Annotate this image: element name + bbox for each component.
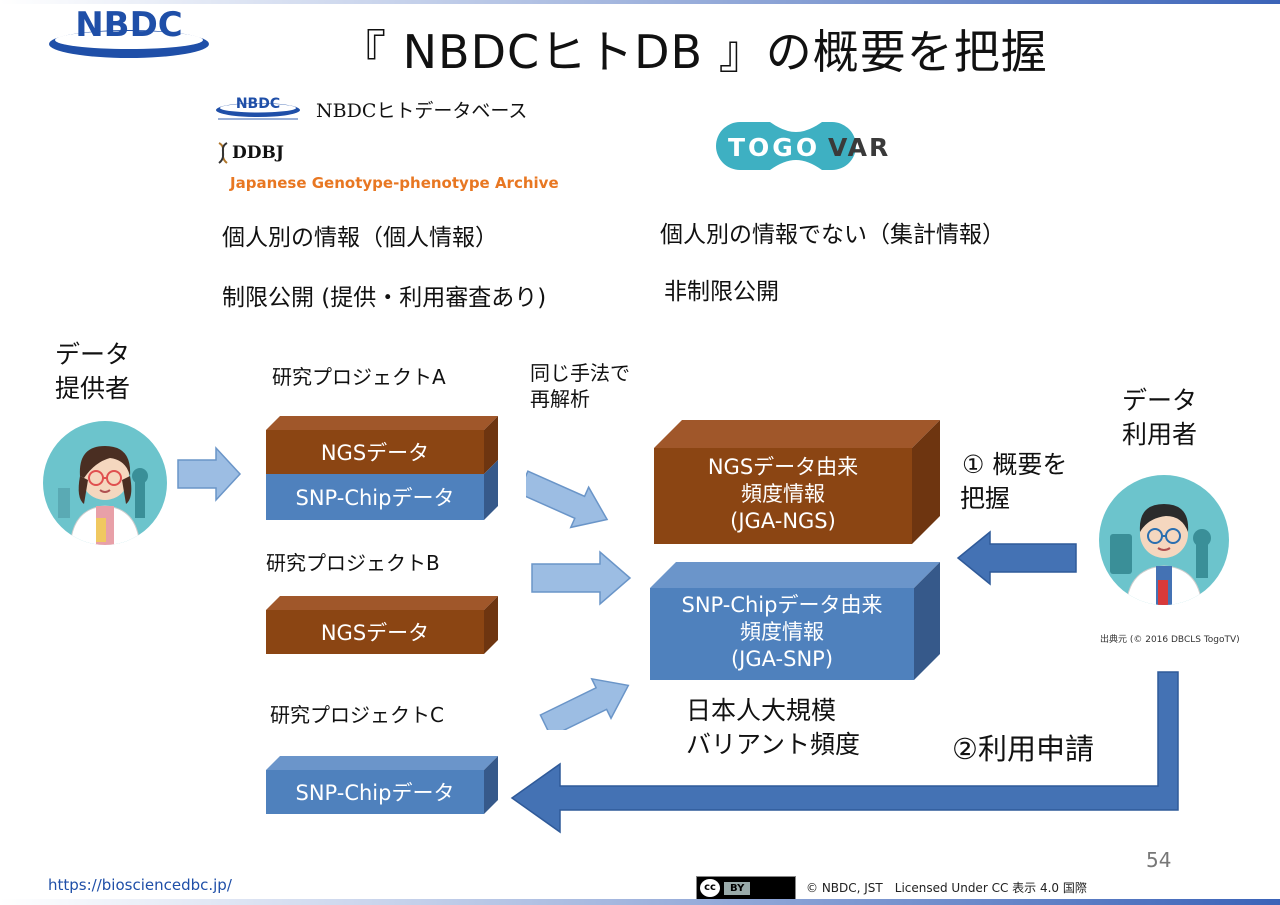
provider-arrow	[176, 446, 242, 506]
project-a-title: 研究プロジェクトA	[272, 365, 446, 389]
jga-snp-line3: (JGA-SNP)	[730, 647, 834, 671]
by-icon: BY	[724, 881, 751, 895]
step2-arrow	[508, 670, 1186, 840]
project-b-title: 研究プロジェクトB	[266, 551, 440, 575]
page-title: 『 NBDCヒトDB 』の概要を把握	[340, 25, 1048, 79]
step2-label: ②利用申請	[952, 732, 1094, 766]
jga-label: Japanese Genotype-phenotype Archive	[230, 174, 559, 192]
ddbj-label: DDBJ	[232, 143, 284, 163]
user-credit: 出典元 (© 2016 DBCLS TogoTV)	[1100, 635, 1240, 645]
footer-url[interactable]: https://biosciencedbc.jp/	[48, 876, 232, 894]
nbdc-small-logo-text: NBDC	[236, 96, 280, 112]
license-text: © NBDC, JST Licensed Under CC 表示 4.0 国際	[806, 881, 1087, 895]
header-rule	[0, 0, 1280, 4]
step1-line1: ① 概要を	[962, 450, 1068, 479]
reanalysis-line2: 再解析	[530, 387, 590, 411]
step1-arrow	[956, 530, 1080, 590]
project-c-title: 研究プロジェクトC	[270, 703, 444, 727]
togovar-togo-text: TOGO	[728, 133, 820, 162]
arrow-b-to-snp	[530, 550, 634, 612]
jga-snp-box[interactable]: SNP-Chipデータ由来 頻度情報 (JGA-SNP)	[650, 562, 940, 680]
project-b-stack: NGSデータ	[266, 596, 498, 656]
provider-avatar	[40, 418, 170, 548]
nbdc-logo-text: NBDC	[75, 5, 183, 45]
ddbj-logo: DDBJ	[216, 140, 284, 166]
provider-label-line1: データ	[55, 340, 131, 369]
left-info-line2: 制限公開 (提供・利用審査あり)	[222, 285, 547, 311]
user-label-line2: 利用者	[1122, 420, 1198, 449]
nbdc-small-logo: NBDC	[214, 94, 304, 126]
cc-badge[interactable]: cc BY	[696, 876, 796, 900]
footer-rule	[0, 899, 1280, 905]
nbdc-human-db-label: NBDCヒトデータベース	[316, 100, 528, 122]
jga-ngs-line1: NGSデータ由来	[707, 455, 859, 479]
right-info-line2: 非制限公開	[664, 279, 779, 305]
provider-label-line2: 提供者	[55, 374, 131, 403]
user-avatar	[1096, 472, 1232, 608]
jga-ngs-box[interactable]: NGSデータ由来 頻度情報 (JGA-NGS)	[654, 420, 940, 544]
cc-icon: cc	[700, 879, 720, 897]
left-info-line1: 個人別の情報（個人情報）	[222, 225, 498, 251]
togovar-var-text: VAR	[828, 133, 890, 162]
project-a-stack: NGSデータ SNP-Chipデータ	[266, 416, 498, 524]
page-number: 54	[1146, 848, 1172, 872]
arrow-c-to-snp	[526, 640, 636, 738]
jga-snp-line1: SNP-Chipデータ由来	[681, 593, 883, 617]
project-b-ngs-label: NGSデータ	[320, 621, 430, 645]
arrow-a-to-ngs	[517, 440, 636, 534]
reanalysis-line1: 同じ手法で	[530, 361, 630, 385]
project-c-stack: SNP-Chipデータ	[266, 756, 498, 816]
project-a-snp-label: SNP-Chipデータ	[295, 486, 455, 510]
freq-caption-line2: バリアント頻度	[686, 730, 861, 759]
freq-caption-line1: 日本人大規模	[686, 696, 837, 725]
user-label-line1: データ	[1122, 386, 1198, 415]
jga-snp-line2: 頻度情報	[740, 620, 824, 644]
jga-ngs-line2: 頻度情報	[741, 482, 825, 506]
project-a-ngs-label: NGSデータ	[320, 441, 430, 465]
jga-ngs-line3: (JGA-NGS)	[730, 509, 836, 533]
dna-icon	[218, 142, 228, 164]
togovar-logo[interactable]: TOGO VAR	[712, 118, 902, 174]
project-c-snp-label: SNP-Chipデータ	[295, 781, 455, 805]
right-info-line1: 個人別の情報でない（集計情報）	[660, 222, 1005, 248]
nbdc-logo[interactable]: NBDC	[44, 4, 214, 64]
step1-line2: 把握	[960, 484, 1011, 513]
